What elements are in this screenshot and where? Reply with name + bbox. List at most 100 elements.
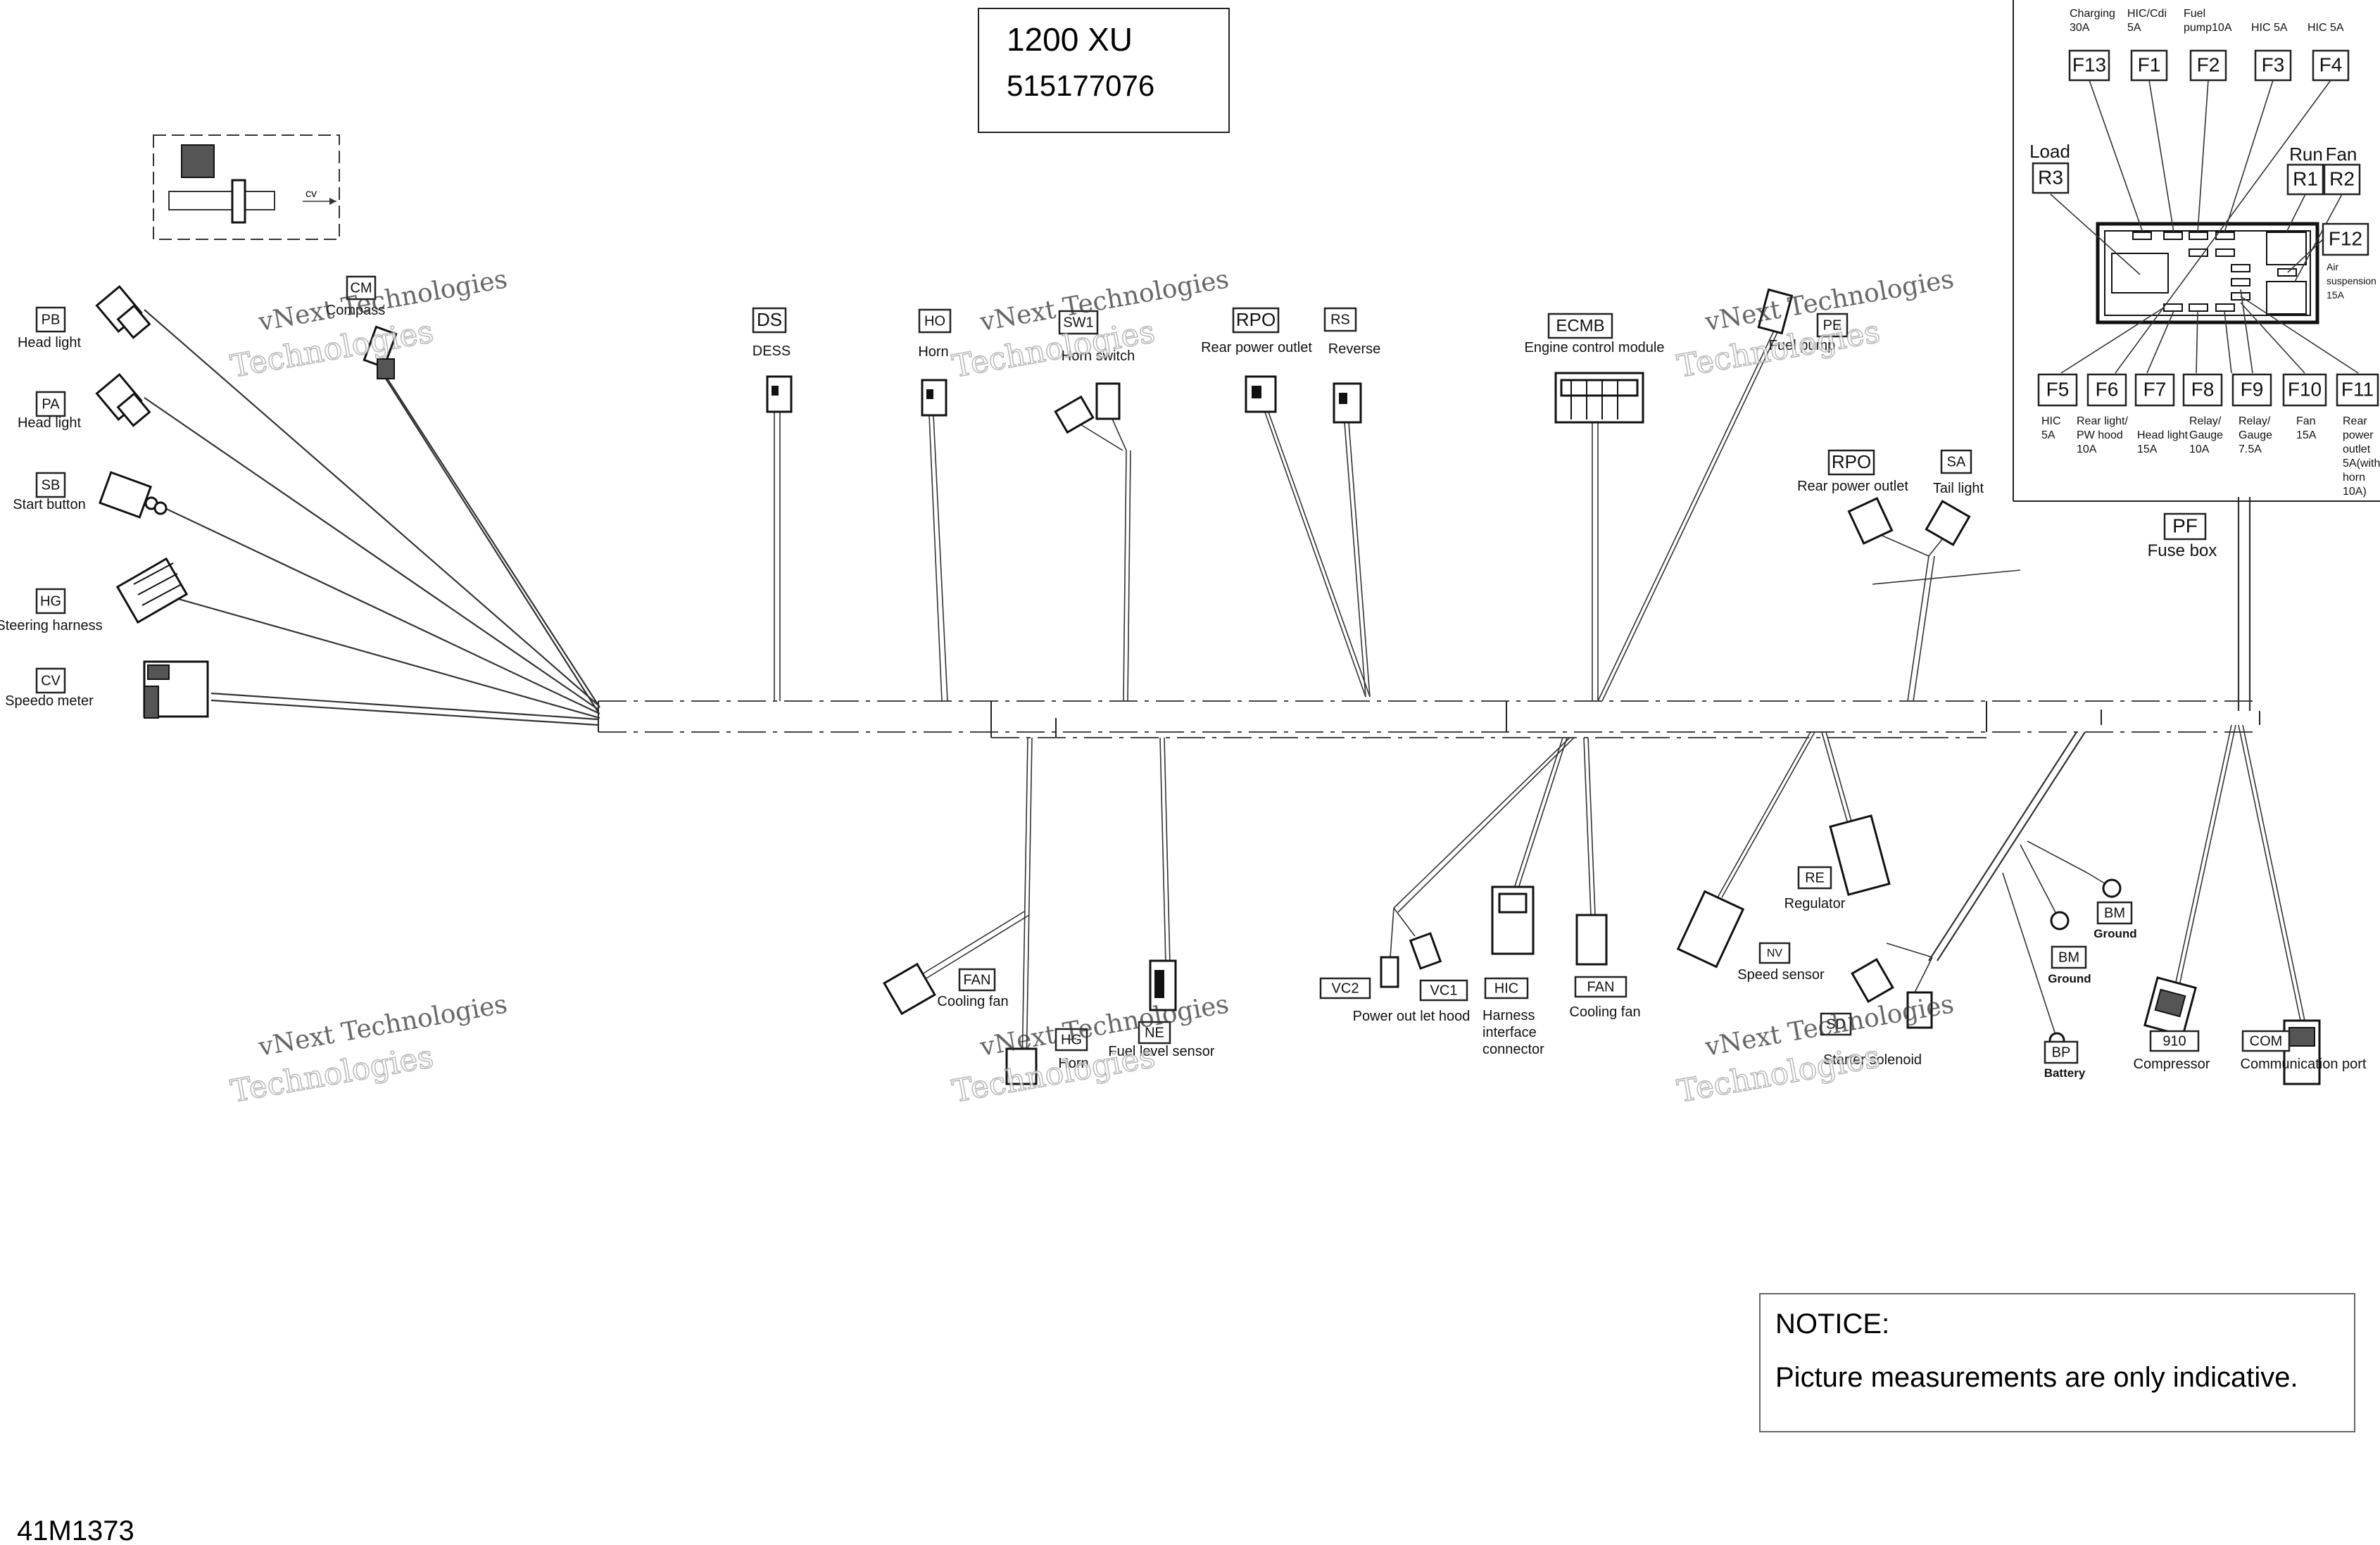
watermark: vNext Technologies Technologies (227, 990, 510, 1110)
connector-label: interface (1482, 1025, 1537, 1040)
svg-text:Relay/: Relay/ (2239, 415, 2271, 427)
svg-text:R3: R3 (2038, 166, 2063, 188)
fuse-box-cable (2237, 497, 2251, 711)
connector-label: Communication port (2241, 1057, 2367, 1072)
svg-text:RPO: RPO (1832, 451, 1871, 472)
connector-vc2: VC2 (1319, 977, 1371, 999)
connector-pb-plug (95, 285, 151, 339)
svg-text:VC1: VC1 (1430, 983, 1458, 998)
fuse-ratings-top: Charging 30A HIC/Cdi 5A Fuel pump10A HIC… (2070, 8, 2344, 34)
svg-text:10A: 10A (2077, 443, 2097, 455)
svg-text:Head light: Head light (2137, 429, 2189, 441)
svg-text:HIC/Cdi: HIC/Cdi (2127, 8, 2167, 20)
svg-text:HO: HO (924, 313, 945, 329)
svg-text:Fan: Fan (2326, 144, 2357, 165)
connector-label: Fuse box (2148, 541, 2217, 560)
svg-text:BP: BP (2052, 1045, 2071, 1060)
svg-text:NE: NE (1145, 1025, 1164, 1040)
relay-r3: Load R3 (2029, 141, 2070, 194)
connector-cm-plug (363, 325, 398, 379)
connector-910: 910 Compressor (2134, 1030, 2210, 1072)
svg-text:F1: F1 (2138, 53, 2161, 75)
connector-label: Steering harness (0, 618, 103, 633)
connector-ecmb-plug (1554, 372, 1644, 424)
svg-text:BM: BM (2104, 905, 2125, 921)
connector-bp: BP Battery (2044, 1040, 2086, 1080)
svg-text:PF: PF (2172, 515, 2198, 536)
fuse-f4: F4 (2312, 49, 2350, 82)
svg-text:F8: F8 (2191, 378, 2215, 400)
connector-cv-plug (143, 660, 209, 719)
connector-label: Speedo meter (5, 693, 94, 709)
connector-pe: PE Fuel pump (1769, 313, 1849, 353)
svg-text:horn: horn (2343, 472, 2365, 484)
compass-inset: cv (153, 134, 340, 240)
model-name: 1200 XU (1007, 21, 1133, 58)
connector-bm-terminal-2 (2050, 911, 2070, 931)
connector-pf: PF Fuse box (2148, 512, 2217, 560)
connector-sw1-plug (1054, 382, 1121, 434)
svg-text:DS: DS (757, 309, 782, 330)
svg-text:ECMB: ECMB (1556, 316, 1604, 335)
svg-text:Fan: Fan (2296, 415, 2316, 427)
fuse-f7: F7 Head light 15A (2134, 373, 2189, 455)
svg-text:BM: BM (2058, 950, 2079, 965)
connector-910-plug (2143, 976, 2197, 1037)
connector-label: Horn (1058, 1056, 1088, 1071)
svg-text:SA: SA (1947, 454, 1966, 469)
connector-label: Rear power outlet (1201, 340, 1312, 355)
svg-text:Gauge: Gauge (2239, 429, 2272, 441)
connector-label: Horn (918, 344, 948, 360)
inset-cv-label: cv (306, 188, 317, 200)
fuse-f9: F9 Relay/ Gauge 7.5A (2231, 373, 2272, 455)
connector-fan-left-plug (883, 962, 936, 1016)
connector-hic-plug (1491, 885, 1535, 955)
svg-text:HIC: HIC (1494, 980, 1518, 996)
svg-text:SW1: SW1 (1063, 315, 1093, 330)
svg-text:NV: NV (1767, 947, 1783, 959)
svg-text:FAN: FAN (1587, 979, 1615, 995)
connector-ds: DS DESS (752, 307, 791, 359)
connector-rpo-front-plug (1245, 375, 1277, 413)
bottom-wires (914, 724, 2305, 1071)
connector-sa-plug (1925, 500, 1971, 546)
connector-rpo-front: RPO Rear power outlet (1201, 307, 1312, 355)
connector-label: DESS (753, 343, 791, 359)
connector-label: Compressor (2134, 1057, 2210, 1072)
notice-box: NOTICE: Picture measurements are only in… (1759, 1293, 2355, 1432)
svg-text:Charging: Charging (2070, 8, 2115, 20)
fuse-f11: F11 Rear power outlet 5A(with horn 10A) (2336, 373, 2380, 498)
connector-sa: SA Tail light (1933, 449, 1984, 496)
connector-hg-horn: HG Horn (1054, 1028, 1089, 1071)
connector-label: Reverse (1328, 341, 1380, 357)
connector-nv-plug (1676, 890, 1745, 969)
svg-text:15A: 15A (2137, 443, 2158, 455)
connector-nv: NV Speed sensor (1737, 942, 1825, 983)
svg-text:F6: F6 (2096, 378, 2119, 400)
connector-label: Head light (18, 415, 82, 431)
svg-text:pump10A: pump10A (2184, 22, 2232, 34)
fuse-block-body (2096, 222, 2319, 324)
fuse-f12: F12 Air suspension 15A (2322, 222, 2376, 301)
connector-hic: HIC Harness interface connector (1482, 977, 1544, 1057)
svg-text:15A: 15A (2327, 289, 2345, 301)
svg-text:CM: CM (350, 280, 372, 296)
connector-com: COM Communication port (2241, 1030, 2367, 1072)
diagram-code: 41M1373 (17, 1515, 134, 1545)
svg-text:F9: F9 (2241, 378, 2264, 400)
svg-text:HG: HG (1061, 1032, 1082, 1047)
connector-fan-right-plug (1575, 914, 1608, 966)
connector-label: Cooling fan (937, 994, 1008, 1009)
connector-hg: HG Steering harness (0, 588, 103, 633)
svg-text:F5: F5 (2046, 378, 2070, 400)
svg-text:F3: F3 (2262, 53, 2285, 75)
svg-text:910: 910 (2162, 1033, 2186, 1049)
svg-text:COM: COM (2250, 1033, 2283, 1049)
notice-text: Picture measurements are only indicative… (1775, 1362, 2298, 1393)
svg-text:F10: F10 (2288, 378, 2322, 400)
connector-label: Starter solenoid (1823, 1052, 1922, 1068)
connector-re-plug (1829, 814, 1891, 896)
svg-text:suspension: suspension (2327, 275, 2376, 286)
connector-vc2-plug (1380, 956, 1399, 988)
connector-ne: NE Fuel level sensor (1108, 1021, 1215, 1059)
